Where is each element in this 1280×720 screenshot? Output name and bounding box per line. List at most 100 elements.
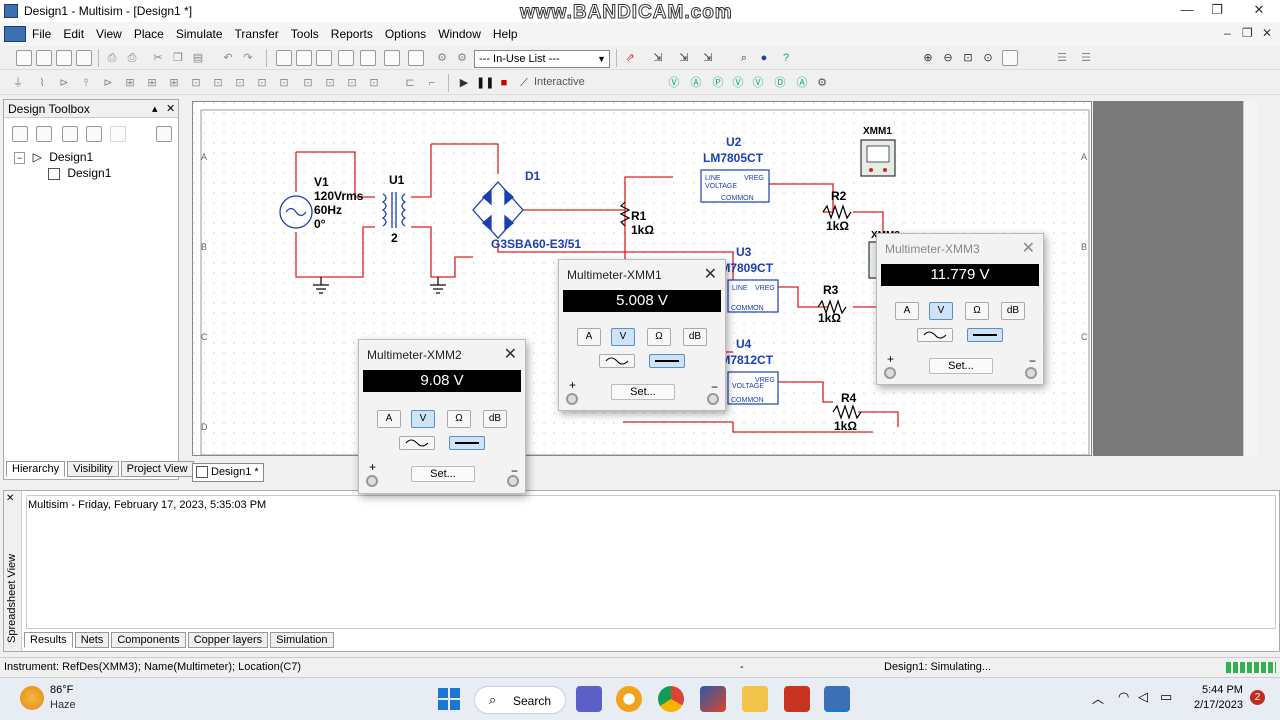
probe-diff-current-icon[interactable]: Ⓐ bbox=[796, 77, 808, 89]
tree-child[interactable]: Design1 bbox=[48, 166, 111, 180]
print-preview-icon[interactable]: ⎙ bbox=[127, 52, 137, 64]
xmm3-positive-terminal[interactable] bbox=[884, 367, 896, 379]
xmm2-positive-terminal[interactable] bbox=[366, 475, 378, 487]
probe-digital-icon[interactable]: Ⓓ bbox=[774, 77, 786, 89]
tab-project-view[interactable]: Project View bbox=[120, 461, 194, 477]
menu-options[interactable]: Options bbox=[384, 27, 427, 41]
teams-icon[interactable] bbox=[576, 686, 602, 712]
menu-tools[interactable]: Tools bbox=[290, 27, 319, 41]
help-icon[interactable]: ? bbox=[782, 52, 790, 64]
menu-reports[interactable]: Reports bbox=[330, 27, 373, 41]
xmm3-negative-terminal[interactable] bbox=[1025, 367, 1037, 379]
xmm1-ohmmeter-button[interactable]: Ω bbox=[647, 328, 671, 346]
place-basic-icon[interactable]: ⌇ bbox=[39, 77, 45, 89]
zoom-in-icon[interactable]: ⊕ bbox=[923, 52, 933, 64]
save-design-icon[interactable] bbox=[62, 126, 78, 142]
xmm3-ammeter-button[interactable]: A bbox=[895, 302, 919, 320]
grapher-icon[interactable] bbox=[360, 50, 376, 66]
xmm1-db-button[interactable]: dB bbox=[683, 328, 707, 346]
search-icon[interactable]: ⌕ bbox=[740, 52, 748, 64]
education-icon[interactable]: ● bbox=[760, 52, 768, 64]
open-design-icon[interactable] bbox=[36, 126, 52, 142]
xmm1-voltmeter-button[interactable]: V bbox=[611, 328, 635, 346]
place-ttl-icon[interactable]: ⊞ bbox=[125, 77, 135, 89]
weather-icon[interactable] bbox=[20, 686, 44, 710]
xmm3-ohmmeter-button[interactable]: Ω bbox=[965, 302, 989, 320]
multimeter-xmm2-window[interactable]: Multimeter-XMM2 ✕ 9.08 V A V Ω dB + − Se… bbox=[358, 339, 526, 494]
print-icon[interactable]: ⎙ bbox=[107, 52, 117, 64]
tab-design1[interactable]: Design1 * bbox=[192, 463, 264, 482]
place-diode-icon[interactable]: ⊳ bbox=[59, 77, 69, 89]
xmm2-ammeter-button[interactable]: A bbox=[377, 410, 401, 428]
probe-diff-icon[interactable]: Ⓥ bbox=[732, 77, 744, 89]
xmm3-set-button[interactable]: Set... bbox=[929, 358, 993, 374]
chevron-up-icon[interactable]: ︿ bbox=[1092, 692, 1105, 706]
matlab-icon[interactable] bbox=[700, 686, 726, 712]
xmm2-ac-button[interactable] bbox=[399, 436, 435, 450]
place-transistor-icon[interactable]: ⫯ bbox=[83, 77, 89, 89]
xmm1-dc-button[interactable] bbox=[649, 354, 685, 368]
xmm1-ac-button[interactable] bbox=[599, 354, 635, 368]
chrome-icon[interactable] bbox=[658, 686, 684, 712]
open-icon[interactable] bbox=[36, 50, 52, 66]
forward-annotate-icon[interactable]: ⇲ bbox=[703, 52, 713, 64]
tab-simulation[interactable]: Simulation bbox=[270, 632, 334, 648]
cut-icon[interactable]: ✂ bbox=[153, 52, 163, 64]
menu-file[interactable]: File bbox=[32, 27, 52, 41]
run-icon[interactable]: ▶ bbox=[459, 77, 469, 89]
place-cmos-icon[interactable]: ⊞ bbox=[147, 77, 157, 89]
xmm3-voltmeter-button[interactable]: V bbox=[929, 302, 953, 320]
place-rf-icon[interactable]: ⊡ bbox=[303, 77, 313, 89]
new-icon[interactable] bbox=[16, 50, 32, 66]
database-icon[interactable] bbox=[338, 50, 354, 66]
menu-transfer[interactable]: Transfer bbox=[234, 27, 279, 41]
open-samples-icon[interactable] bbox=[56, 50, 72, 66]
wps-office-icon[interactable] bbox=[784, 686, 810, 712]
place-mixed-icon[interactable]: ⊡ bbox=[191, 77, 201, 89]
place-analog-icon[interactable]: ⊳ bbox=[103, 77, 113, 89]
xmm3-db-button[interactable]: dB bbox=[1001, 302, 1025, 320]
probe-current-icon[interactable]: Ⓐ bbox=[690, 77, 702, 89]
xmm3-dc-button[interactable] bbox=[967, 328, 1003, 342]
xmm3-ac-button[interactable] bbox=[917, 328, 953, 342]
align-icon-2[interactable]: ☰ bbox=[1081, 52, 1091, 64]
database-manager-icon[interactable]: ⚙ bbox=[457, 52, 467, 64]
xmm2-voltmeter-button[interactable]: V bbox=[411, 410, 435, 428]
delete-icon[interactable] bbox=[110, 126, 126, 142]
probe-icon[interactable]: ⇗ bbox=[625, 52, 635, 64]
multimeter-xmm3-window[interactable]: Multimeter-XMM3 ✕ 11.779 V A V Ω dB + − … bbox=[876, 233, 1044, 385]
multimeter-xmm2-close-icon[interactable]: ✕ bbox=[503, 346, 517, 363]
place-power-icon[interactable]: ⊡ bbox=[235, 77, 245, 89]
interactive-icon[interactable]: ⟋ bbox=[520, 77, 528, 89]
tab-results[interactable]: Results bbox=[24, 632, 73, 648]
paste-icon[interactable]: ▤ bbox=[192, 52, 204, 64]
postprocessor-icon[interactable] bbox=[384, 50, 400, 66]
vertical-scrollbar[interactable] bbox=[1243, 101, 1257, 456]
place-indicator-icon[interactable]: ⊡ bbox=[213, 77, 223, 89]
zoom-fit-icon[interactable]: ⊙ bbox=[983, 52, 993, 64]
tab-copper-layers[interactable]: Copper layers bbox=[187, 632, 269, 648]
tab-components[interactable]: Components bbox=[111, 632, 186, 648]
multimeter-xmm1-close-icon[interactable]: ✕ bbox=[703, 266, 717, 283]
tab-hierarchy[interactable]: Hierarchy bbox=[6, 461, 66, 477]
place-source-icon[interactable]: ⏚ bbox=[12, 77, 24, 89]
erc-icon[interactable] bbox=[408, 50, 424, 66]
menu-help[interactable]: Help bbox=[492, 27, 518, 41]
wifi-icon[interactable]: ◠ bbox=[1118, 689, 1130, 704]
in-use-list-dropdown[interactable]: --- In-Use List ---▼ bbox=[474, 50, 610, 68]
undo-icon[interactable]: ↶ bbox=[223, 52, 233, 64]
file-explorer-icon[interactable] bbox=[742, 686, 768, 712]
multisim-taskbar-icon[interactable] bbox=[824, 686, 850, 712]
taskbar-search[interactable]: ⌕ Search bbox=[474, 686, 566, 714]
chrome-canary-icon[interactable] bbox=[616, 686, 642, 712]
probe-power-icon[interactable]: Ⓟ bbox=[712, 77, 724, 89]
redo-icon[interactable]: ↷ bbox=[243, 52, 253, 64]
bus-icon[interactable]: ⌐ bbox=[428, 77, 436, 89]
place-misc-icon[interactable]: ⊡ bbox=[257, 77, 267, 89]
close-spreadsheet-icon[interactable]: ✕ bbox=[6, 493, 15, 504]
multimeter-xmm1-window[interactable]: Multimeter-XMM1 ✕ 5.008 V A V Ω dB + − S… bbox=[558, 259, 726, 411]
notification-badge[interactable]: 2 bbox=[1250, 690, 1265, 705]
probe-settings-icon[interactable]: ⚙ bbox=[817, 77, 827, 89]
toggle-toolbox-icon[interactable] bbox=[276, 50, 292, 66]
menu-view[interactable]: View bbox=[96, 27, 122, 41]
